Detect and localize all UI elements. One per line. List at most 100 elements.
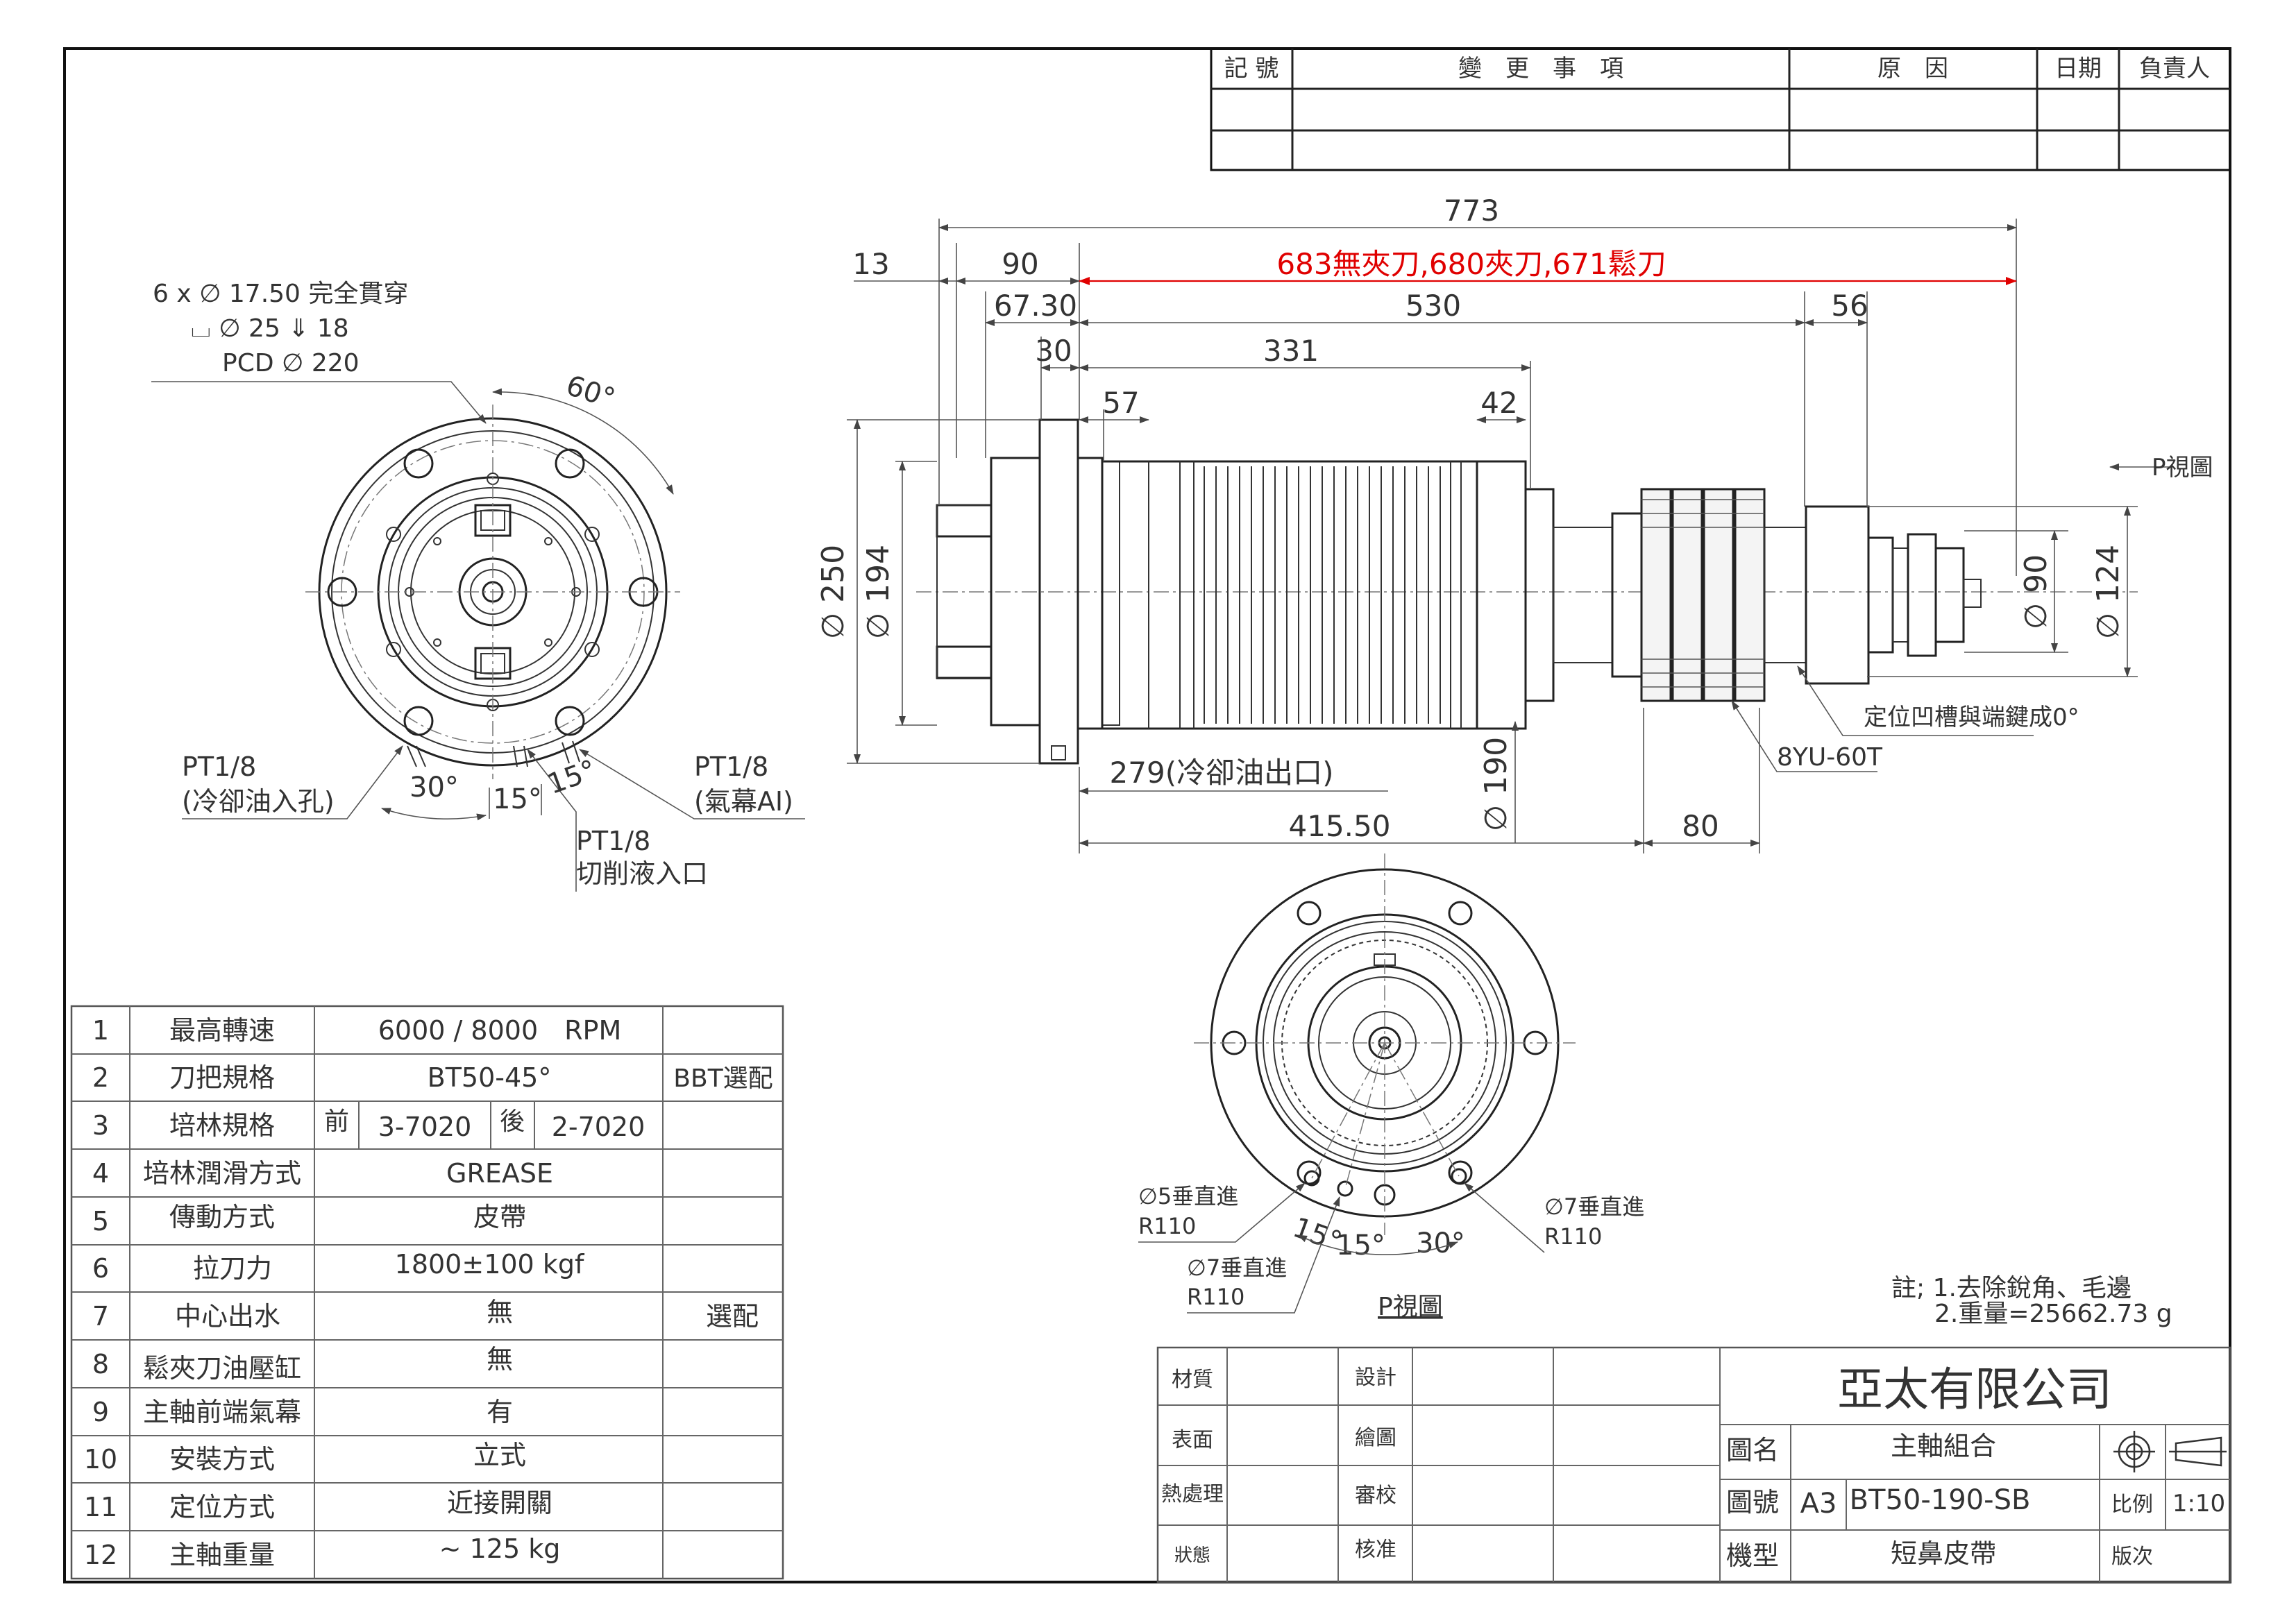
pt-air-1: PT1/8 xyxy=(694,751,768,782)
spec-item-1: 最高轉速 xyxy=(169,1015,275,1046)
tb-heat: 熱處理 xyxy=(1161,1482,1224,1506)
pt-cut-2: 切削液入口 xyxy=(576,858,708,889)
tb-name-label: 圖名 xyxy=(1726,1435,1779,1465)
spec-value-1: 6000 / 8000 RPM xyxy=(378,1015,621,1046)
dim-56: 56 xyxy=(1831,289,1868,323)
spec-no-6: 6 xyxy=(92,1253,109,1284)
tb-model-value: 短鼻皮帶 xyxy=(1891,1538,1996,1569)
spec-no-8: 8 xyxy=(92,1349,109,1379)
tb-material: 材質 xyxy=(1172,1368,1213,1392)
angle-15-left-a: 15° xyxy=(493,783,542,815)
tb-surface: 表面 xyxy=(1172,1428,1213,1452)
spec-item-6: 拉刀力 xyxy=(193,1253,272,1284)
spec-item-7: 中心出水 xyxy=(175,1301,280,1332)
spec-front-3: 3-7020 xyxy=(378,1112,472,1142)
projection-symbol-icon xyxy=(2113,1431,2227,1472)
tb-scale-value: 1:10 xyxy=(2172,1490,2225,1518)
spec-item-3: 培林規格 xyxy=(169,1110,275,1141)
spec-no-1: 1 xyxy=(92,1015,109,1046)
spec-value-12: ~ 125 kg xyxy=(439,1533,561,1564)
bottom-view-annotations: ∅5垂直進 R110 ∅7垂直進 R110 ∅7垂直進 R110 15° 15°… xyxy=(1138,1182,1644,1321)
spindle-side-view xyxy=(916,418,2138,765)
tb-model-label: 機型 xyxy=(1726,1540,1779,1571)
spec-no-10: 10 xyxy=(84,1444,117,1475)
spec-rear-label-3: 後 xyxy=(500,1107,525,1136)
spec-value-7: 無 xyxy=(487,1297,513,1327)
angle-30-left: 30° xyxy=(410,772,459,804)
tb-design: 設計 xyxy=(1355,1366,1396,1390)
spec-item-4: 培林潤滑方式 xyxy=(143,1158,301,1189)
spec-value-8: 無 xyxy=(487,1344,513,1375)
angle-60: 60° xyxy=(562,370,619,416)
rev-header-owner: 負責人 xyxy=(2139,55,2210,83)
belt-pulley xyxy=(1640,488,1766,702)
rev-header-reason: 原 因 xyxy=(1877,55,1948,83)
holes-callout-2: ⌴ ∅ 25 ⇓ 18 xyxy=(191,314,349,343)
bottom-p-view xyxy=(1194,853,1576,1235)
spec-no-5: 5 xyxy=(92,1206,109,1237)
angle-15-left-b: 15° xyxy=(543,754,600,801)
tb-number-value: BT50-190-SB xyxy=(1850,1484,2031,1516)
spec-rear-3: 2-7020 xyxy=(552,1112,645,1142)
tb-company: 亞太有限公司 xyxy=(1837,1363,2112,1416)
spec-no-3: 3 xyxy=(92,1110,109,1141)
spec-no-7: 7 xyxy=(92,1301,109,1332)
spec-table: 1 最高轉速 6000 / 8000 RPM 2 刀把規格 BT50-45° B… xyxy=(70,1005,784,1580)
hole-5-radius: R110 xyxy=(1138,1213,1196,1239)
tb-state: 狀態 xyxy=(1174,1545,1210,1566)
rev-header-no: 記 號 xyxy=(1224,55,1279,83)
dim-67-30: 67.30 xyxy=(994,289,1077,323)
dim-red-note: 683無夾刀,680夾刀,671鬆刀 xyxy=(1276,247,1666,281)
spec-front-label-3: 前 xyxy=(324,1107,349,1136)
tb-version-label: 版次 xyxy=(2111,1545,2153,1569)
dim-279: 279(冷卻油出口) xyxy=(1110,756,1334,790)
spec-item-11: 定位方式 xyxy=(169,1492,275,1522)
dim-57: 57 xyxy=(1102,386,1139,420)
tb-review: 審校 xyxy=(1355,1484,1396,1508)
angle-15-bottom-b: 15° xyxy=(1336,1230,1385,1261)
spec-no-12: 12 xyxy=(84,1540,117,1570)
left-end-view xyxy=(305,405,680,779)
dim-dia-90: ∅ 90 xyxy=(2018,554,2054,629)
dim-42: 42 xyxy=(1480,386,1517,420)
note-2: 2.重量=25662.73 g xyxy=(1934,1300,2172,1328)
p-view-arrow-label: P視圖 xyxy=(2152,454,2213,482)
spec-item-8: 鬆夾刀油壓缸 xyxy=(143,1353,301,1384)
dim-80: 80 xyxy=(1682,809,1719,843)
spec-value-5: 皮帶 xyxy=(473,1202,526,1232)
hole-7-radius-a: R110 xyxy=(1187,1284,1244,1310)
tb-number-label: 圖號 xyxy=(1726,1487,1779,1518)
rev-header-date: 日期 xyxy=(2054,55,2102,83)
spec-item-9: 主軸前端氣幕 xyxy=(143,1397,301,1427)
spec-item-10: 安裝方式 xyxy=(169,1444,275,1475)
pcd-callout: PCD ∅ 220 xyxy=(222,349,360,377)
spec-extra-2: BBT選配 xyxy=(673,1064,773,1093)
pt-oil-inlet-2: (冷卻油入孔) xyxy=(182,786,335,817)
tb-scale-label: 比例 xyxy=(2111,1493,2153,1517)
spec-value-6: 1800±100 kgf xyxy=(395,1249,585,1280)
spec-no-2: 2 xyxy=(92,1062,109,1093)
dim-30: 30 xyxy=(1035,334,1072,368)
spec-item-2: 刀把規格 xyxy=(169,1062,275,1093)
tb-size: A3 xyxy=(1800,1488,1837,1520)
title-block: 材質 表面 熱處理 狀態 設計 繪圖 審校 核准 亞太有限公司 圖名 主軸組合 … xyxy=(1156,1346,2231,1583)
note-1: 註; 1.去除銳角、毛邊 xyxy=(1891,1274,2132,1302)
dim-13: 13 xyxy=(852,247,889,281)
spec-value-11: 近接開關 xyxy=(447,1488,552,1518)
angle-30-bottom: 30° xyxy=(1416,1227,1465,1259)
drawing-border xyxy=(63,47,2231,1583)
hole-7-radius-b: R110 xyxy=(1544,1223,1602,1250)
side-view-dimensions: 773 13 90 683無夾刀,680夾刀,671鬆刀 67.30 530 5… xyxy=(816,194,2213,853)
spec-item-12: 主軸重量 xyxy=(169,1540,275,1570)
revision-table: 記 號 變 更 事 項 原 因 日期 負責人 xyxy=(1210,47,2231,171)
dim-dia-190: ∅ 190 xyxy=(1478,737,1514,831)
spec-no-11: 11 xyxy=(84,1492,117,1522)
pt-cut-1: PT1/8 xyxy=(576,826,650,856)
p-view-label: P視圖 xyxy=(1378,1293,1443,1321)
hole-7-vertical-a: ∅7垂直進 xyxy=(1187,1255,1287,1281)
spec-value-2: BT50-45° xyxy=(428,1062,552,1093)
pt-oil-inlet-1: PT1/8 xyxy=(182,751,256,782)
dim-415-50: 415.50 xyxy=(1289,809,1391,843)
dim-90: 90 xyxy=(1002,247,1038,281)
